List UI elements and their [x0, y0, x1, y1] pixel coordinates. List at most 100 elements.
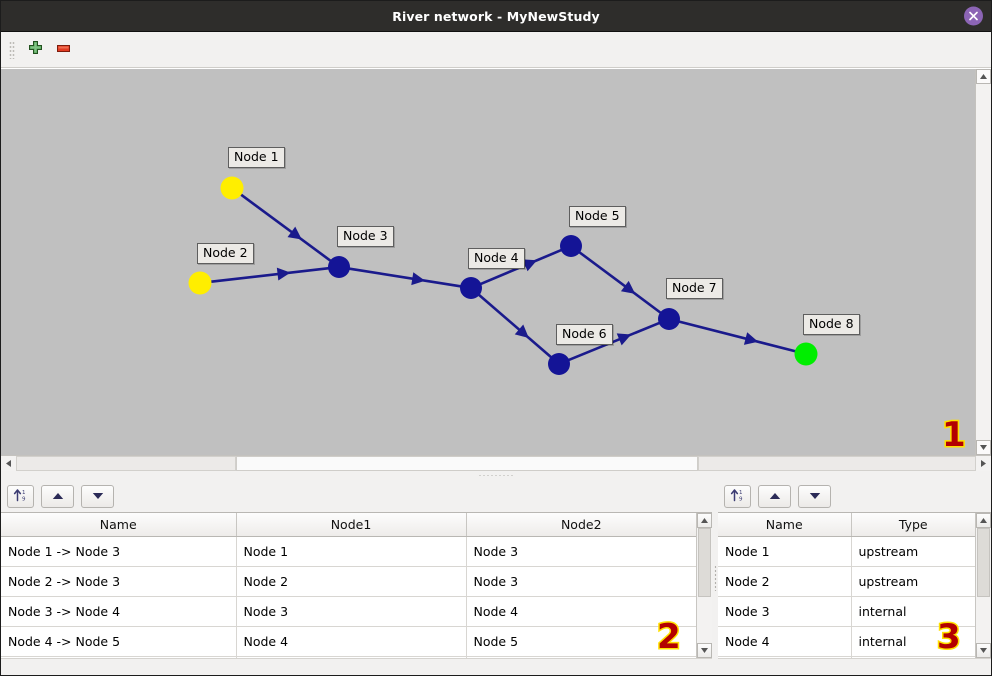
vertical-splitter[interactable]: [712, 480, 718, 675]
table-cell[interactable]: Node 4 -> Node 5: [1, 626, 237, 657]
table-cell[interactable]: Node 3: [466, 536, 696, 567]
scroll-up-arrow-icon[interactable]: [976, 69, 991, 84]
table-cell[interactable]: Node 4: [466, 596, 696, 627]
canvas-hscroll-track-left[interactable]: [16, 456, 236, 471]
edge-Node7-to-Node8[interactable]: [677, 319, 798, 354]
graph-node-label-node-8[interactable]: Node 8: [803, 314, 860, 335]
branches-sort-button[interactable]: 1 9: [7, 484, 34, 508]
nodes-move-up-button[interactable]: [758, 484, 791, 508]
table-cell[interactable]: Node 3: [466, 566, 696, 597]
scroll-down-arrow-icon[interactable]: [976, 440, 991, 455]
edge-Node1-to-Node3[interactable]: [238, 192, 333, 263]
canvas-hscroll-thumb[interactable]: [236, 456, 698, 471]
graph-node-label-node-3[interactable]: Node 3: [337, 226, 394, 247]
annotation-marker-3: 3: [936, 617, 963, 657]
graph-node-node-4[interactable]: [460, 277, 482, 299]
main-toolbar: [1, 32, 991, 68]
arrow-up-icon: [769, 489, 781, 503]
scroll-up-arrow-icon[interactable]: [697, 513, 712, 528]
table-cell[interactable]: internal: [851, 626, 975, 657]
edge-Node4-to-Node6[interactable]: [476, 292, 554, 360]
add-node-button[interactable]: [21, 36, 49, 64]
graph-node-node-2[interactable]: [188, 271, 212, 295]
table-cell[interactable]: Node 2: [718, 566, 852, 597]
edge-Node2-to-Node3[interactable]: [208, 266, 331, 284]
nodes-vscroll-thumb[interactable]: [977, 528, 990, 597]
table-cell[interactable]: Node 4: [236, 626, 467, 657]
graph-node-node-6[interactable]: [548, 353, 570, 375]
branches-vscroll-track[interactable]: [697, 528, 712, 643]
graph-node-label-node-4[interactable]: Node 4: [468, 248, 525, 269]
canvas-vertical-scrollbar[interactable]: [975, 69, 991, 455]
graph-node-label-node-7[interactable]: Node 7: [666, 278, 723, 299]
table-cell[interactable]: upstream: [851, 566, 975, 597]
edge-arrow-icon: [620, 280, 636, 294]
horizontal-splitter[interactable]: [1, 471, 991, 480]
branches-vscroll-thumb[interactable]: [698, 528, 711, 597]
scroll-down-arrow-icon[interactable]: [697, 643, 712, 658]
table-cell[interactable]: Node 3 -> Node 4: [1, 596, 237, 627]
scroll-down-arrow-icon[interactable]: [976, 643, 991, 658]
table-cell[interactable]: Node 3: [718, 596, 852, 627]
canvas-horizontal-scrollbar[interactable]: [1, 455, 991, 471]
graph-node-label-node-2[interactable]: Node 2: [197, 243, 254, 264]
nodes-vertical-scrollbar[interactable]: [975, 513, 991, 658]
graph-node-node-1[interactable]: [220, 176, 244, 200]
table-cell[interactable]: internal: [851, 596, 975, 627]
remove-node-button[interactable]: [49, 36, 77, 64]
title-bar: River network - MyNewStudy: [1, 1, 991, 32]
table-cell[interactable]: Node 1: [718, 536, 852, 567]
network-canvas[interactable]: Node 1 Node 2 Node 3 Node 4 Node 5 Node 6 Node…: [1, 69, 975, 455]
edge-Node6-to-Node7[interactable]: [566, 321, 662, 362]
table-cell[interactable]: Node 1: [236, 536, 467, 567]
table-cell[interactable]: Node 2: [236, 566, 467, 597]
column-header-name[interactable]: Name: [718, 513, 852, 537]
table-cell[interactable]: upstream: [851, 536, 975, 567]
nodes-vscroll-track[interactable]: [976, 528, 991, 643]
graph-node-label-node-5[interactable]: Node 5: [569, 206, 626, 227]
column-header-node1[interactable]: Node1: [236, 513, 467, 537]
graph-node-label-node-6[interactable]: Node 6: [556, 324, 613, 345]
edge-Node3-to-Node4[interactable]: [347, 267, 463, 288]
window-title: River network - MyNewStudy: [392, 8, 600, 24]
nodes-move-down-button[interactable]: [798, 484, 831, 508]
graph-node-node-8[interactable]: [794, 342, 818, 366]
graph-node-node-7[interactable]: [658, 308, 680, 330]
branches-move-up-button[interactable]: [41, 484, 74, 508]
graph-node-node-5[interactable]: [560, 235, 582, 257]
scroll-up-arrow-icon[interactable]: [976, 513, 991, 528]
table-cell[interactable]: Node 1 -> Node 3: [1, 536, 237, 567]
column-header-type[interactable]: Type: [851, 513, 975, 537]
edge-Node5-to-Node7[interactable]: [577, 250, 663, 315]
toolbar-grip[interactable]: [9, 40, 15, 59]
table-cell[interactable]: Node 4: [718, 626, 852, 657]
branches-move-down-button[interactable]: [81, 484, 114, 508]
column-header-name[interactable]: Name: [1, 513, 237, 537]
edge-arrow-icon: [276, 267, 291, 281]
scroll-left-arrow-icon[interactable]: [1, 456, 16, 471]
graph-node-node-3[interactable]: [328, 256, 350, 278]
canvas-hscroll-track-right[interactable]: [698, 456, 976, 471]
branches-vertical-scrollbar[interactable]: [696, 513, 712, 658]
svg-text:9: 9: [22, 496, 26, 502]
column-header-node2[interactable]: Node2: [466, 513, 696, 537]
close-icon[interactable]: [964, 6, 983, 26]
table-cell[interactable]: Node 3: [236, 596, 467, 627]
scroll-right-arrow-icon[interactable]: [976, 456, 991, 471]
graph-node-label-node-1[interactable]: Node 1: [228, 147, 285, 168]
table-cell[interactable]: Node 2 -> Node 3: [1, 566, 237, 597]
nodes-sort-button[interactable]: 1 9: [724, 484, 751, 508]
table-cell[interactable]: Node 5: [466, 626, 696, 657]
canvas-vscroll-track[interactable]: [976, 84, 991, 440]
